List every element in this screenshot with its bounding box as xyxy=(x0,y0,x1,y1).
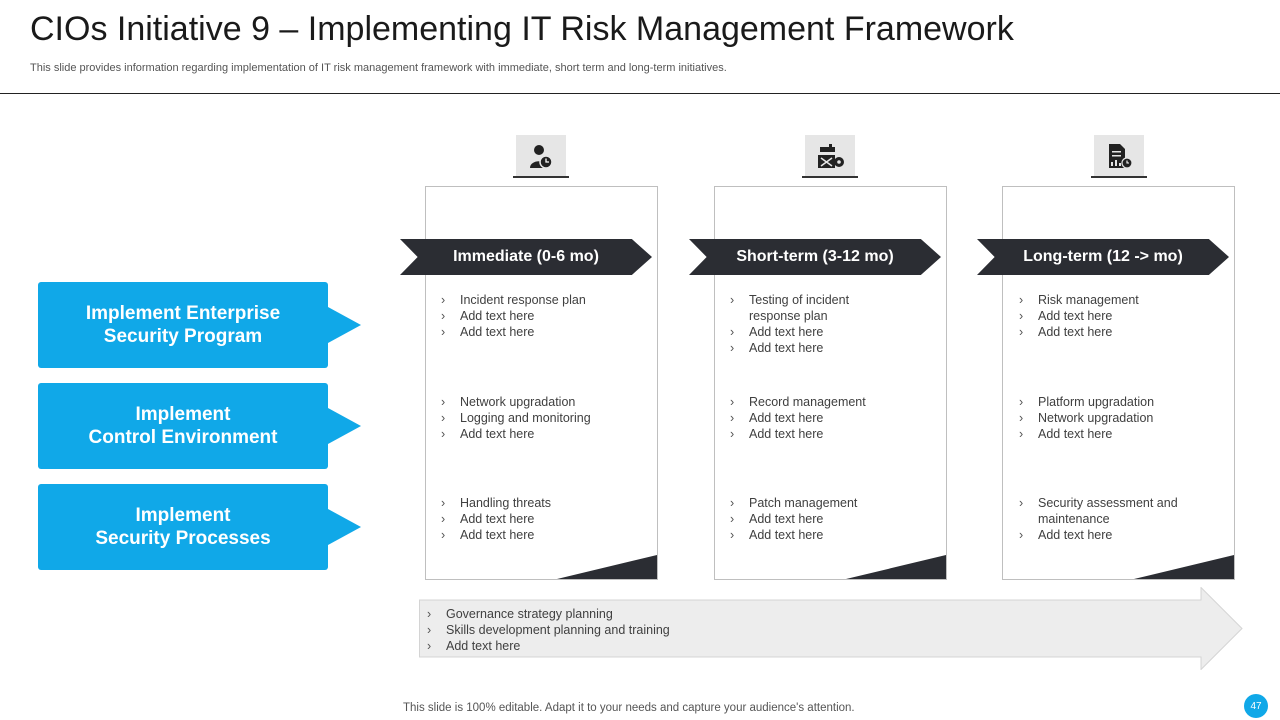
bullet-item: Skills development planning and training xyxy=(427,622,1127,638)
bullet-item: Incident response plan xyxy=(441,292,641,308)
bullet-group: Testing of incident response plan Add te… xyxy=(730,292,890,356)
column-heading-short-term: Short-term (3-12 mo) xyxy=(689,239,941,275)
governance-arrow: Governance strategy planning Skills deve… xyxy=(419,587,1243,670)
bullet-item: Add text here xyxy=(1019,324,1219,340)
card-corner-accent xyxy=(1134,555,1234,579)
bullet-item: Add text here xyxy=(427,638,1127,654)
bullet-item: Add text here xyxy=(441,426,641,442)
bullet-group: Handling threats Add text here Add text … xyxy=(441,495,641,543)
bullet-item: Add text here xyxy=(1019,308,1219,324)
bullet-item: Platform upgradation xyxy=(1019,394,1219,410)
bullet-item: Logging and monitoring xyxy=(441,410,641,426)
bullet-item: Handling threats xyxy=(441,495,641,511)
bullet-item: Add text here xyxy=(730,324,890,340)
bullet-group: Platform upgradation Network upgradation… xyxy=(1019,394,1219,442)
column-heading-long-term: Long-term (12 -> mo) xyxy=(977,239,1229,275)
card-corner-accent xyxy=(846,555,946,579)
initiative-label: Implement Enterprise Security Program xyxy=(85,303,281,347)
bullet-group: Network upgradation Logging and monitori… xyxy=(441,394,641,442)
bullet-item: Patch management xyxy=(730,495,930,511)
bullet-group: Risk management Add text here Add text h… xyxy=(1019,292,1219,340)
initiative-control-environment: Implement Control Environment xyxy=(38,383,361,469)
bullet-group: Incident response plan Add text here Add… xyxy=(441,292,641,340)
initiative-arrow-tip xyxy=(328,509,361,545)
bullet-item: Network upgradation xyxy=(441,394,641,410)
page-number-badge: 47 xyxy=(1244,694,1268,718)
bullet-item: Add text here xyxy=(441,324,641,340)
bullet-item: Add text here xyxy=(730,511,930,527)
initiative-arrow-tip xyxy=(328,408,361,444)
initiative-label: Implement Security Processes xyxy=(95,505,271,549)
bullet-group: Record management Add text here Add text… xyxy=(730,394,930,442)
bullet-group: Patch management Add text here Add text … xyxy=(730,495,930,543)
initiative-security-processes: Implement Security Processes xyxy=(38,484,361,570)
footer-note: This slide is 100% editable. Adapt it to… xyxy=(403,702,855,714)
initiative-enterprise-security-program: Implement Enterprise Security Program xyxy=(38,282,361,368)
bullet-item: Add text here xyxy=(441,527,641,543)
bullet-item: Add text here xyxy=(441,308,641,324)
calendar-gear-icon xyxy=(802,135,858,178)
bullet-group: Security assessment and maintenance Add … xyxy=(1019,495,1209,543)
bullet-item: Add text here xyxy=(730,527,930,543)
bullet-item: Record management xyxy=(730,394,930,410)
column-heading-immediate: Immediate (0-6 mo) xyxy=(400,239,652,275)
bullet-item: Add text here xyxy=(730,426,930,442)
page-title: CIOs Initiative 9 – Implementing IT Risk… xyxy=(30,10,1014,48)
bullet-item: Governance strategy planning xyxy=(427,606,1127,622)
bullet-item: Add text here xyxy=(730,410,930,426)
initiative-label: Implement Control Environment xyxy=(88,404,278,448)
report-chart-clock-icon xyxy=(1091,135,1147,178)
bullet-item: Risk management xyxy=(1019,292,1219,308)
bullet-item: Network upgradation xyxy=(1019,410,1219,426)
person-clock-icon xyxy=(513,135,569,178)
page-subtitle: This slide provides information regardin… xyxy=(30,62,727,74)
bullet-item: Add text here xyxy=(1019,527,1209,543)
bullet-item: Add text here xyxy=(1019,426,1219,442)
initiative-arrow-tip xyxy=(328,307,361,343)
bullet-item: Testing of incident response plan xyxy=(730,292,890,324)
bullet-item: Add text here xyxy=(441,511,641,527)
card-corner-accent xyxy=(557,555,657,579)
bullet-item: Security assessment and maintenance xyxy=(1019,495,1209,527)
governance-list: Governance strategy planning Skills deve… xyxy=(427,606,1127,654)
title-divider xyxy=(0,93,1280,94)
bullet-item: Add text here xyxy=(730,340,890,356)
